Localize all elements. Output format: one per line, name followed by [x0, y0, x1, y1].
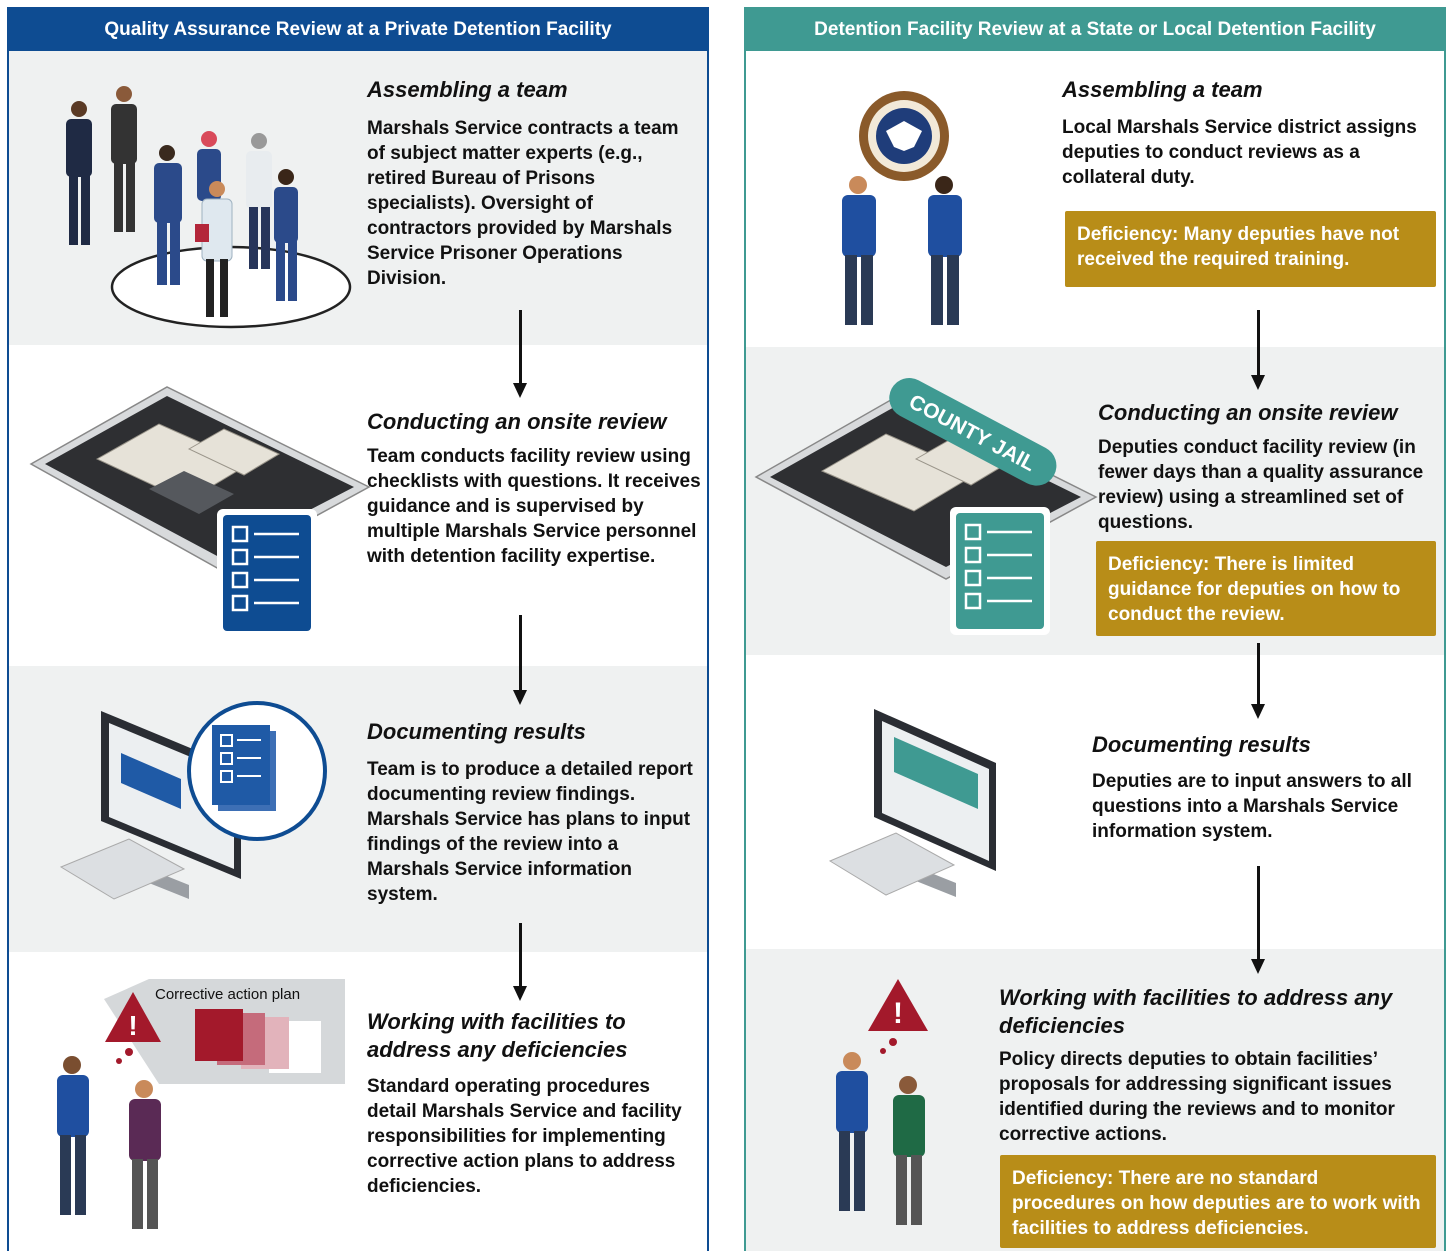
left-step2-body: Team conducts facility review using chec…	[367, 446, 701, 567]
right-step4-body: Policy directs deputies to obtain facili…	[999, 1049, 1395, 1145]
right-step4-title: Working with facilities to address any d…	[999, 985, 1393, 1038]
right-illustrations: COUNTY JAIL !	[754, 91, 1098, 1225]
right-warning-illustration: !	[836, 979, 928, 1225]
right-step1-body: Local Marshals Service district assigns …	[1062, 117, 1417, 188]
left-arrow-1	[513, 310, 527, 398]
right-panel-header: Detention Facility Review at a State or …	[746, 9, 1444, 51]
marshals-seal-icon	[859, 91, 949, 181]
left-arrow-2	[513, 615, 527, 705]
corrective-action-label: Corrective action plan	[155, 986, 300, 1003]
left-step4-body: Standard operating procedures detail Mar…	[367, 1076, 682, 1197]
right-step1-deficiency: Deficiency: Many deputies have not recei…	[1065, 211, 1436, 287]
deputy-and-official-illustration	[57, 1056, 161, 1229]
right-step4-deficiency: Deficiency: There are no standard proced…	[1000, 1155, 1436, 1248]
svg-text:!: !	[893, 997, 903, 1030]
left-step3-body: Team is to produce a detailed report doc…	[367, 759, 693, 905]
left-panel-header: Quality Assurance Review at a Private De…	[9, 9, 707, 51]
svg-text:!: !	[128, 1010, 137, 1041]
right-step2-title: Conducting an onsite review	[1098, 400, 1398, 425]
left-step1-title: Assembling a team	[367, 77, 568, 102]
left-step1-body: Marshals Service contracts a team of sub…	[367, 118, 679, 289]
right-step2-body: Deputies conduct facility review (in few…	[1098, 437, 1424, 533]
warning-icon	[105, 992, 161, 1042]
right-step3-body: Deputies are to input answers to all que…	[1092, 771, 1412, 842]
checklist-icon	[217, 509, 317, 637]
computer-illustration-right	[828, 709, 996, 897]
left-panel: Quality Assurance Review at a Private De…	[7, 7, 709, 1251]
left-illustrations: Corrective action plan !	[29, 86, 371, 1229]
right-step3-title: Documenting results	[1092, 732, 1311, 757]
prison-facility-illustration	[29, 386, 371, 570]
left-step2-title: Conducting an onsite review	[367, 409, 667, 434]
deputies-illustration	[842, 176, 962, 325]
right-panel: Detention Facility Review at a State or …	[744, 7, 1446, 1251]
team-illustration	[66, 86, 352, 329]
left-step3-title: Documenting results	[367, 719, 586, 744]
right-step1-title: Assembling a team	[1062, 77, 1263, 102]
right-step2-deficiency: Deficiency: There is limited guidance fo…	[1096, 541, 1436, 636]
right-arrow-2	[1251, 643, 1265, 719]
right-arrow-1	[1251, 310, 1265, 390]
computer-illustration	[59, 701, 327, 900]
left-step4-title: Working with facilities to address any d…	[367, 1009, 628, 1062]
left-arrow-3	[513, 923, 527, 1001]
corrective-action-callout: Corrective action plan !	[104, 979, 345, 1084]
right-arrow-3	[1251, 866, 1265, 974]
warning-icon-right	[868, 979, 928, 1031]
teal-checklist-icon	[950, 507, 1050, 635]
